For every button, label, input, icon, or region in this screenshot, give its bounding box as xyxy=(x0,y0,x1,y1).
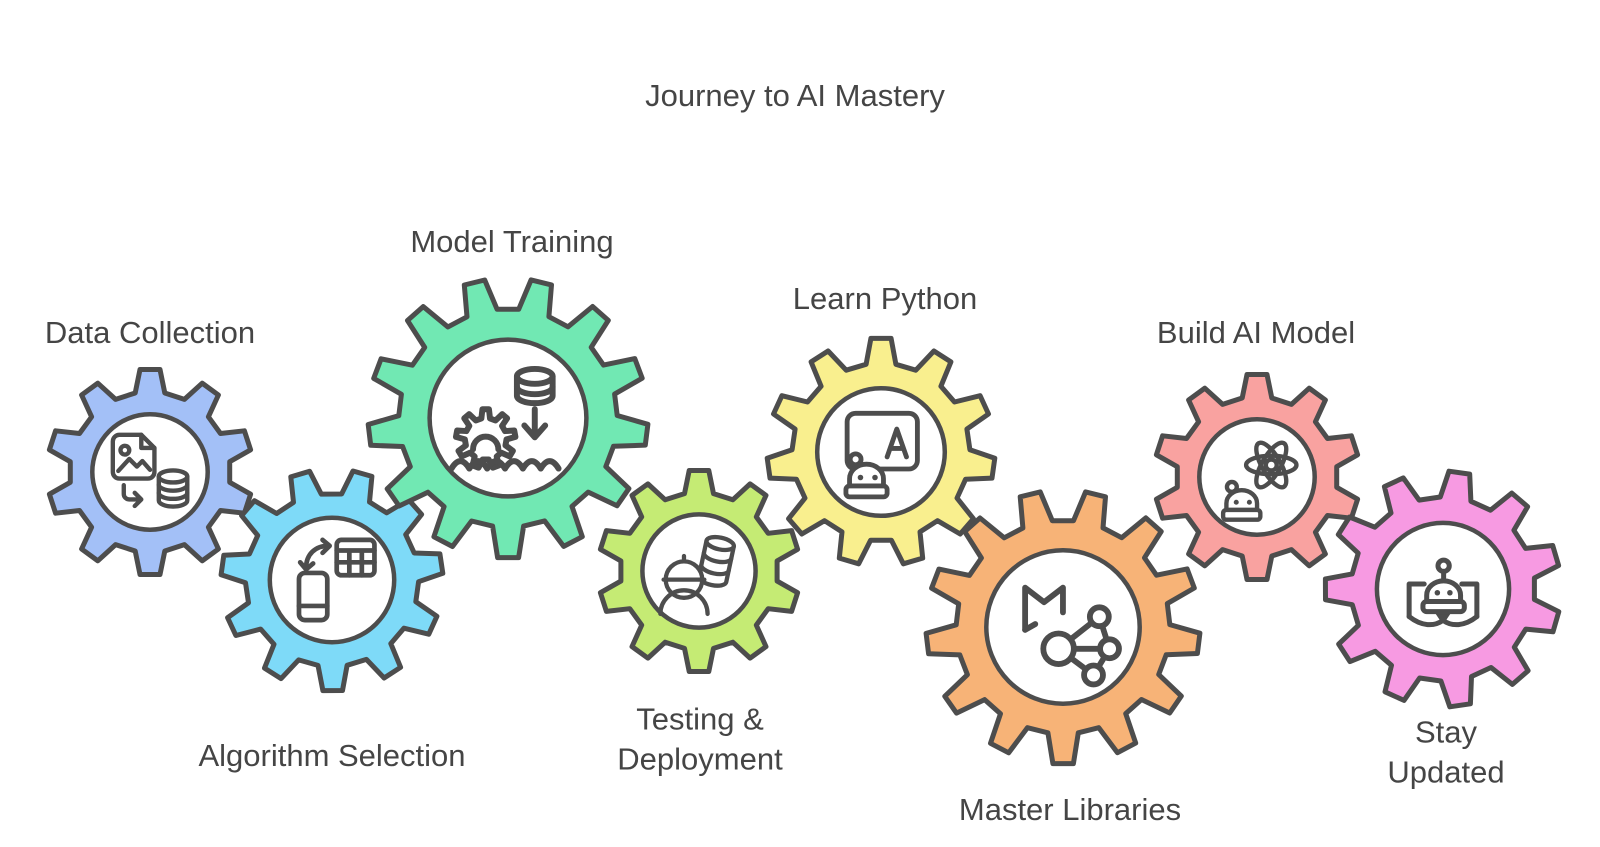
step-label-learn-python: Learn Python xyxy=(792,280,978,316)
gear-master-libraries xyxy=(923,489,1203,767)
gear-data-collection xyxy=(46,367,254,577)
engineer-database-icon xyxy=(658,534,737,617)
page-title: Journey to AI Mastery xyxy=(645,78,945,113)
gear-hub-algorithm-selection xyxy=(267,515,397,645)
data-into-gear-icon xyxy=(448,365,562,472)
gear-learn-python xyxy=(764,335,998,567)
gear-algorithm-selection xyxy=(218,468,446,694)
step-label-build-ai-model: Build AI Model xyxy=(1156,314,1356,350)
gear-build-ai-model xyxy=(1153,372,1361,582)
robot-teaching-board-icon xyxy=(843,410,920,500)
step-label-testing-deployment: Testing & Deployment xyxy=(617,701,783,777)
robot-book-icon xyxy=(1406,557,1480,628)
step-label-data-collection: Data Collection xyxy=(44,314,256,350)
image-to-database-icon xyxy=(110,432,190,509)
gear-model-training xyxy=(365,277,651,561)
step-label-master-libraries: Master Libraries xyxy=(958,791,1182,827)
step-label-model-training: Model Training xyxy=(410,223,614,259)
robot-atom-icon xyxy=(1220,440,1299,522)
step-label-algorithm-selection: Algorithm Selection xyxy=(198,737,466,773)
book-network-icon xyxy=(1022,584,1122,688)
step-label-stay-updated: Stay Updated xyxy=(1387,714,1505,790)
gear-stay-updated xyxy=(1322,468,1562,710)
gear-hub-master-libraries xyxy=(984,548,1142,706)
device-table-swap-icon xyxy=(296,537,377,623)
gear-testing-deployment xyxy=(597,468,801,674)
